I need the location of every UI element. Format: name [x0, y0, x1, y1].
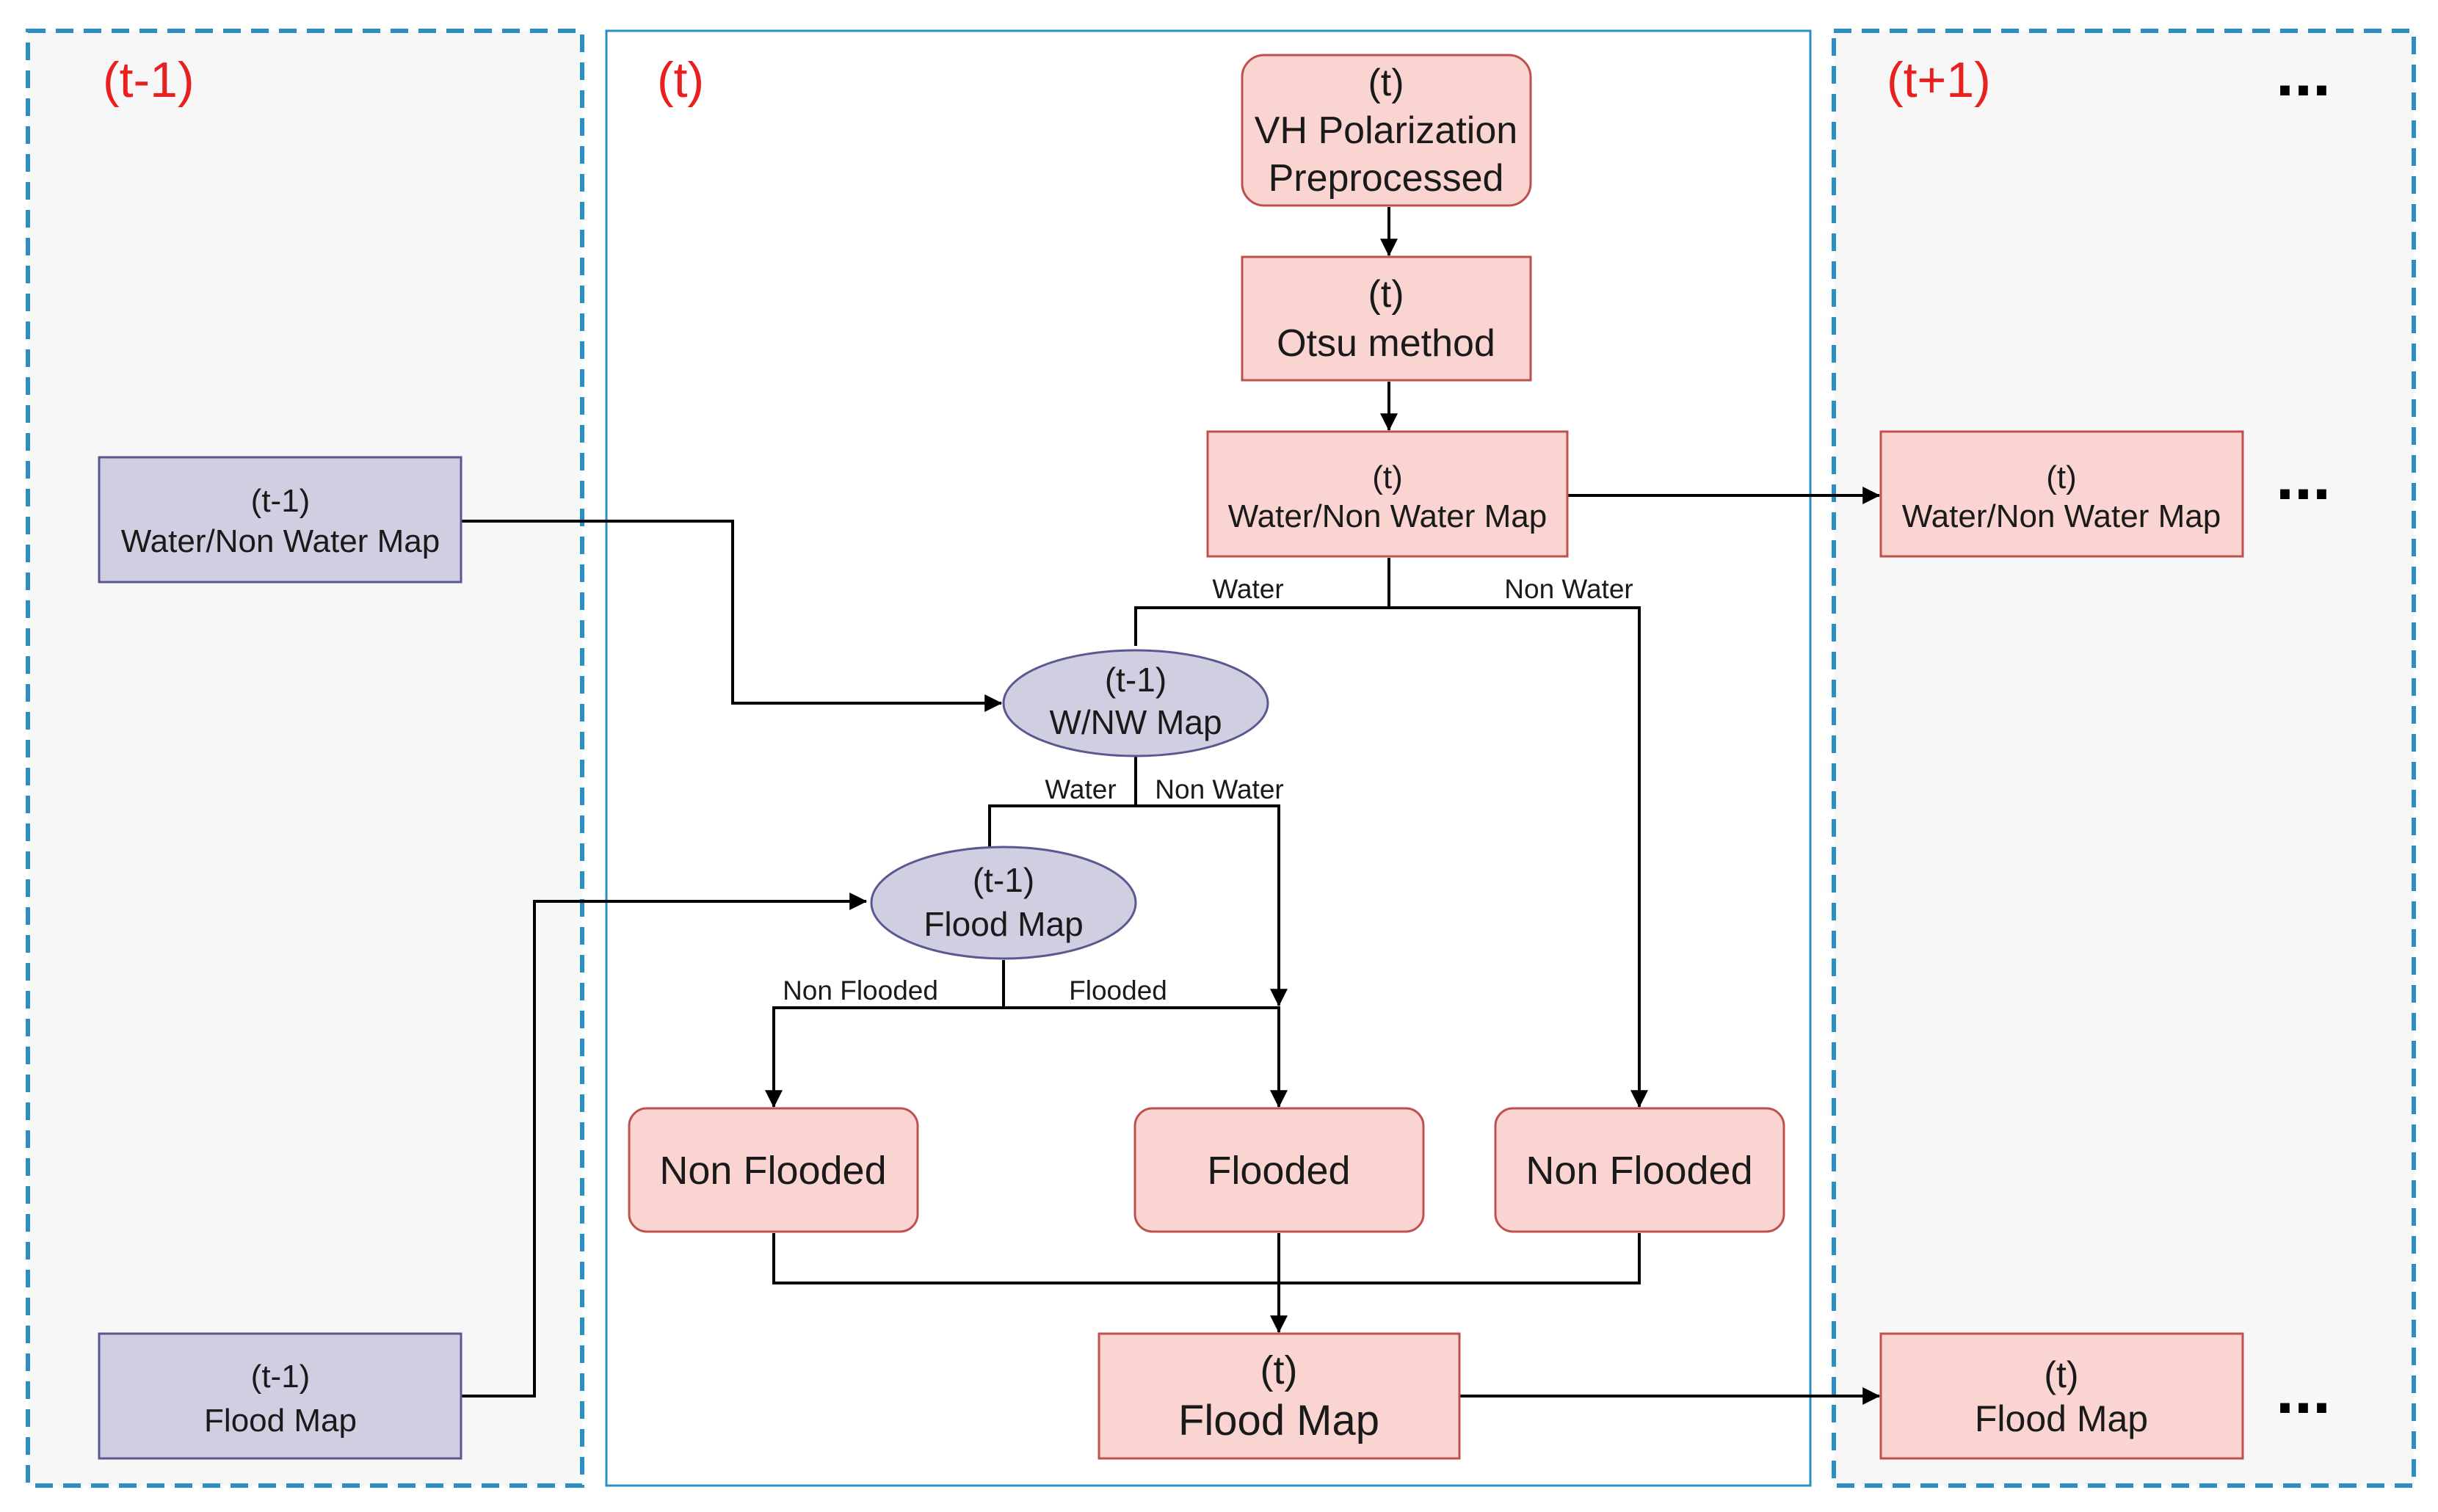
edge-prev-flood-to-ellipse: [461, 893, 868, 1397]
panel-next: [1832, 29, 2416, 1488]
node-vh-line3: Preprocessed: [1269, 157, 1504, 200]
node-vh-polarization: (t) VH Polarization Preprocessed: [1241, 54, 1532, 207]
panel-title-next: (t+1): [1887, 52, 1991, 108]
edge-label-water-1: Water: [1212, 574, 1283, 604]
panel-title-previous: (t-1): [103, 52, 195, 108]
node-flood-ellipse-line2: Flood Map: [924, 905, 1083, 943]
node-wnw-prev-line1: (t-1): [251, 483, 311, 519]
ellipsis-bottom: ...: [2276, 1354, 2331, 1428]
node-wnw-t-line1: (t): [1372, 459, 1403, 495]
node-flood-next-line1: (t): [2044, 1354, 2078, 1395]
node-nonflooded-left-label: Non Flooded: [659, 1149, 886, 1193]
edge-prev-wnw-to-ellipse: [461, 520, 1003, 712]
panel-title-current: (t): [657, 52, 704, 108]
node-flood-map-next: (t) Flood Map: [1879, 1332, 2244, 1460]
node-flood-prev-line1: (t-1): [251, 1359, 311, 1395]
node-otsu-method: (t) Otsu method: [1241, 255, 1532, 382]
edge-merge-left: [772, 1233, 1641, 1284]
node-flood-map-current: (t) Flood Map: [1098, 1332, 1461, 1460]
node-otsu-line1: (t): [1368, 273, 1404, 316]
edge-flood-split-flooded: [1004, 1006, 1288, 1108]
node-wnw-t-line2: Water/Non Water Map: [1228, 498, 1547, 534]
edge-ellipse-split-water: [988, 756, 1137, 848]
edge-ellipse-split-nonwater: [1136, 804, 1288, 1007]
node-flooded: Flooded: [1133, 1107, 1425, 1233]
node-flood-next-line2: Flood Map: [1975, 1398, 2148, 1439]
edge-split-water: [1134, 558, 1390, 646]
edge-label-flooded: Flooded: [1069, 975, 1167, 1006]
node-non-flooded-right: Non Flooded: [1494, 1107, 1785, 1233]
edge-flood-split-nonflooded: [765, 960, 1005, 1108]
node-flood-ellipse-line1: (t-1): [973, 861, 1034, 899]
node-vh-line1: (t): [1368, 62, 1404, 104]
node-water-nonwater-map-previous: (t-1) Water/Non Water Map: [98, 456, 462, 584]
node-flood-prev-line2: Flood Map: [204, 1403, 357, 1439]
node-wnw-map-ellipse: (t-1) W/NW Map: [1002, 649, 1269, 757]
node-nonflooded-right-label: Non Flooded: [1525, 1149, 1752, 1193]
ellipsis-top: ...: [2276, 37, 2331, 110]
node-water-nonwater-map-current: (t) Water/Non Water Map: [1206, 430, 1569, 558]
panel-current: [605, 29, 1812, 1487]
edge-label-nonflooded: Non Flooded: [783, 975, 938, 1006]
node-non-flooded-left: Non Flooded: [628, 1107, 919, 1233]
edge-label-nonwater-2: Non Water: [1155, 774, 1283, 804]
edge-label-nonwater-1: Non Water: [1504, 574, 1633, 604]
ellipsis-middle: ...: [2276, 440, 2331, 514]
panel-previous: [26, 29, 584, 1488]
node-water-nonwater-map-next: (t) Water/Non Water Map: [1879, 430, 2244, 558]
node-wnw-prev-line2: Water/Non Water Map: [121, 523, 440, 559]
edge-label-water-2: Water: [1045, 774, 1116, 804]
node-flood-map-ellipse: (t-1) Flood Map: [870, 846, 1137, 960]
node-floodmap-t-line2: Flood Map: [1178, 1397, 1379, 1444]
node-wnw-ellipse-line1: (t-1): [1105, 661, 1167, 699]
node-wnw-next-line2: Water/Non Water Map: [1902, 498, 2221, 534]
edge-split-nonwater: [1389, 606, 1648, 1108]
node-otsu-line2: Otsu method: [1277, 322, 1495, 365]
node-vh-line2: VH Polarization: [1255, 109, 1517, 152]
node-flood-map-previous: (t-1) Flood Map: [98, 1332, 462, 1460]
node-flooded-label: Flooded: [1207, 1149, 1350, 1193]
node-wnw-ellipse-line2: W/NW Map: [1049, 703, 1222, 741]
node-wnw-next-line1: (t): [2046, 459, 2077, 495]
node-floodmap-t-line1: (t): [1260, 1348, 1298, 1392]
edges: [461, 207, 1881, 1405]
